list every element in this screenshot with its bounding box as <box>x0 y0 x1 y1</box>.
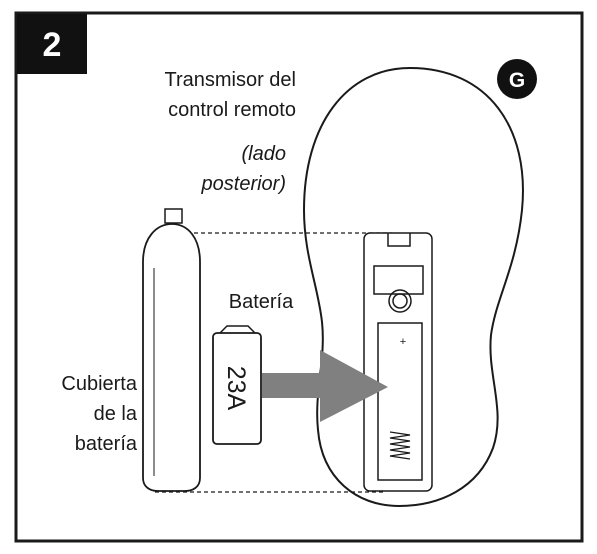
transmitter-label-line1: Transmisor del <box>164 69 296 91</box>
battery-23a <box>212 325 262 445</box>
cover-label-line1: Cubierta <box>61 373 137 395</box>
side-label-line1: (lado <box>242 143 286 165</box>
transmitter-label-line2: control remoto <box>168 99 296 121</box>
side-label-line2: posterior) <box>201 173 286 195</box>
battery-spring <box>389 431 411 460</box>
battery-compartment <box>363 232 433 492</box>
plus-terminal-sign: + <box>400 336 406 348</box>
cover-label-line3: batería <box>75 433 138 455</box>
battery-label: Batería <box>229 291 294 313</box>
step-number: 2 <box>43 26 62 64</box>
badge-circle <box>497 59 537 99</box>
battery-model-label: 23A <box>222 366 250 411</box>
battery-cover <box>142 208 201 492</box>
step-number-box <box>17 14 87 74</box>
cover-label-line2: de la <box>94 403 138 425</box>
badge-letter: G <box>509 69 525 92</box>
insert-arrow <box>262 350 388 422</box>
